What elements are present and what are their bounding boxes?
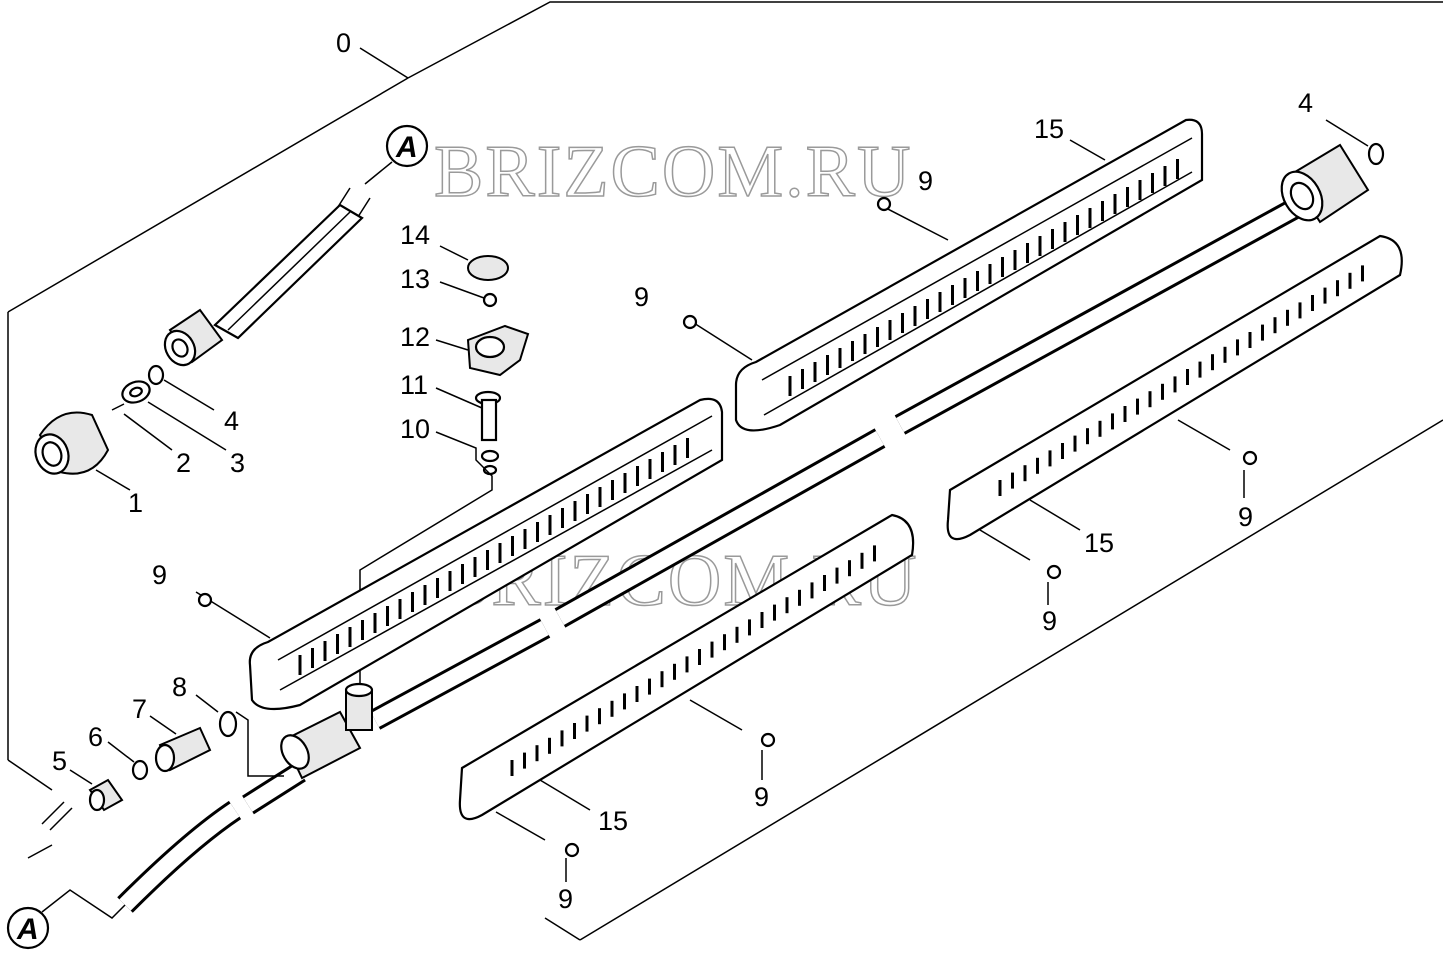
callout-9-g: 9 (558, 884, 573, 914)
nozzle-nut (1280, 143, 1370, 224)
callout-15-top: 15 (1034, 114, 1064, 144)
callout-2: 2 (176, 448, 191, 478)
hose-upper-section: A (163, 124, 429, 367)
washer-part-10 (359, 431, 500, 700)
ribs-right-shell (788, 159, 1179, 396)
hose-lower-section (41, 682, 374, 913)
watermark-top: BRIZCOM.RU (434, 131, 912, 213)
coupling-part-7 (149, 715, 212, 773)
callout-10: 10 (400, 414, 430, 444)
connector-a-bottom-circle (6, 906, 50, 950)
housing-shell-left-upper (248, 397, 724, 711)
callout-4-left: 4 (224, 406, 239, 436)
screw-icons (197, 196, 1258, 858)
callout-7: 7 (132, 694, 147, 724)
callout-5: 5 (52, 746, 67, 776)
callout-12: 12 (400, 322, 430, 352)
clamp-part-12 (435, 324, 530, 377)
callout-9-b: 9 (634, 282, 649, 312)
o-ring-part-4 (147, 364, 215, 411)
callout-8: 8 (172, 672, 187, 702)
vent-slots-right-cover (998, 265, 1364, 496)
pin-part-2 (111, 403, 173, 451)
callout-15-middle: 15 (1084, 528, 1114, 558)
o-ring-part-8 (195, 694, 284, 777)
assembly-outline (7, 1, 1443, 941)
connector-a-bottom-letter: A (16, 913, 39, 946)
ribs-left-shell (298, 438, 689, 675)
callout-9-a: 9 (918, 166, 933, 196)
vent-slots-left-cover (510, 545, 876, 776)
connector-a-top-circle (385, 124, 429, 168)
callout-14: 14 (400, 220, 430, 250)
callout-labels: 0 1 2 3 4 4 5 6 7 8 9 9 9 9 9 9 9 10 11 … (52, 28, 1313, 914)
o-ring-top-right (1367, 142, 1385, 166)
fitting-part-11 (435, 387, 502, 442)
callout-3: 3 (230, 448, 245, 478)
callout-13: 13 (400, 264, 430, 294)
callout-0: 0 (336, 28, 351, 58)
connector-a-top-letter: A (395, 131, 418, 164)
callout-9-f: 9 (754, 782, 769, 812)
callout-11: 11 (400, 370, 428, 400)
connector-a-bottom: A (6, 844, 126, 950)
clip-part-3 (121, 380, 227, 451)
callout-15-bottom: 15 (598, 806, 628, 836)
callout-9-d: 9 (1238, 502, 1253, 532)
lance-tube (369, 190, 1316, 730)
callout-6: 6 (88, 722, 103, 752)
insert-part-6 (107, 741, 149, 781)
callout-9-c: 9 (152, 560, 167, 590)
callout-4-right: 4 (1298, 88, 1313, 118)
nut-part-1 (34, 411, 110, 475)
screw-part-13 (439, 281, 498, 308)
callout-9-e: 9 (1042, 606, 1057, 636)
sleeve-part-5 (69, 769, 124, 812)
callout-1: 1 (128, 488, 143, 518)
cap-part-14 (439, 245, 509, 281)
